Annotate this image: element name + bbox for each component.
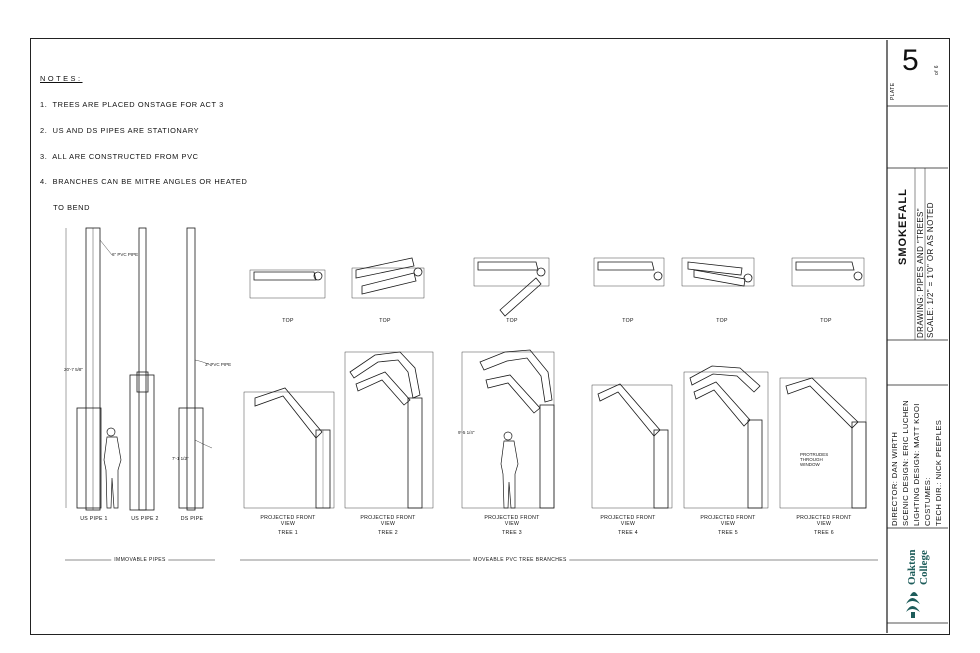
plate-number: 5 <box>902 44 919 77</box>
top-view-tree-5 <box>681 257 755 287</box>
proj-label-3: PROJECTED FRONT VIEW <box>484 515 540 527</box>
notes-block: NOTES: 1. TREES ARE PLACED ONSTAGE FOR A… <box>40 58 247 221</box>
dim-ds-pipe: 7'-1 1/2" <box>172 456 189 461</box>
tree-label-5: TREE 5 <box>718 530 738 536</box>
note-line: 4. BRANCHES CAN BE MITRE ANGLES OR HEATE… <box>40 177 248 187</box>
tree-label-4: TREE 4 <box>618 530 638 536</box>
front-view-tree-4 <box>591 383 673 509</box>
logo-line-1: Oakton <box>906 549 918 585</box>
proj-label-1: PROJECTED FRONT VIEW <box>260 515 316 527</box>
proj-label-2: PROJECTED FRONT VIEW <box>360 515 416 527</box>
tree-label-6: TREE 6 <box>814 530 834 536</box>
front-view-tree-2 <box>344 351 434 509</box>
proj-label-5: PROJECTED FRONT VIEW <box>700 515 756 527</box>
tree-6-note: PROTRUDES THROUGH WINDOW <box>800 452 829 467</box>
tree-label-1: TREE 1 <box>278 530 298 536</box>
top-view-tree-3 <box>473 257 550 317</box>
note-line: 1. TREES ARE PLACED ONSTAGE FOR ACT 3 <box>40 99 224 109</box>
top-view-tree-4 <box>593 257 665 287</box>
drawing-sheet-border <box>30 38 950 635</box>
label-ds-pipe: DS PIPE <box>180 516 204 522</box>
pipe-callout: 6" PVC PIPE <box>112 252 139 257</box>
pipe-callout-ds: 3" PVC PIPE <box>205 362 232 367</box>
proj-label-4: PROJECTED FRONT VIEW <box>600 515 656 527</box>
us-pipe-2-drawing <box>129 227 155 511</box>
note-line: 3. ALL ARE CONSTRUCTED FROM PVC <box>40 151 199 161</box>
proj-label-6: PROJECTED FRONT VIEW <box>796 515 852 527</box>
ds-pipe-drawing <box>178 227 213 511</box>
top-label-5: TOP <box>716 318 728 324</box>
dim-us-pipe-1-height: 20'-7 5/8" <box>64 367 83 372</box>
legend-immovable: IMMOVABLE PIPES <box>111 557 169 563</box>
notes-heading: NOTES: <box>40 74 83 84</box>
label-us-pipe-2: US PIPE 2 <box>131 516 159 522</box>
front-view-tree-5 <box>683 365 769 509</box>
legend-moveable: MOVEABLE PVC TREE BRANCHES <box>470 557 570 563</box>
top-label-4: TOP <box>622 318 634 324</box>
front-view-tree-6 <box>779 377 867 509</box>
human-scale-figure-2 <box>500 431 519 509</box>
top-label-2: TOP <box>379 318 391 324</box>
top-view-tree-2 <box>351 257 425 299</box>
human-scale-figure <box>103 427 122 509</box>
note-line: TO BEND <box>40 203 91 213</box>
top-view-tree-6 <box>791 257 865 287</box>
top-view-tree-1 <box>249 269 326 299</box>
front-view-tree-1 <box>243 387 335 509</box>
tree-label-2: TREE 2 <box>378 530 398 536</box>
top-label-1: TOP <box>282 318 294 324</box>
tree-label-3: TREE 3 <box>502 530 522 536</box>
dim-tree-3: 9'-5 1/4" <box>458 430 475 435</box>
note-line: 2. US AND DS PIPES ARE STATIONARY <box>40 125 200 135</box>
top-label-3: TOP <box>506 318 518 324</box>
us-pipe-1-drawing <box>65 227 113 511</box>
top-label-6: TOP <box>820 318 832 324</box>
label-us-pipe-1: US PIPE 1 <box>80 516 108 522</box>
logo-line-2: College <box>918 550 930 585</box>
